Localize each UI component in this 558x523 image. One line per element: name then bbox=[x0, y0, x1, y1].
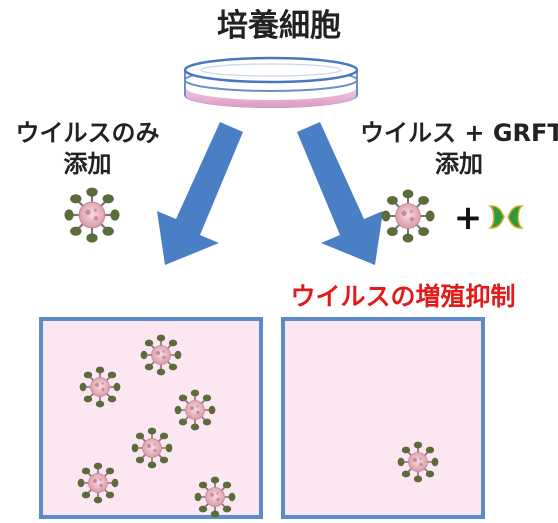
left-arrow bbox=[157, 122, 243, 265]
virus-icon bbox=[139, 333, 183, 377]
result-label: ウイルスの増殖抑制 bbox=[290, 282, 516, 311]
left-virus-icon bbox=[63, 186, 121, 244]
left-condition-label-line2: 添加 bbox=[63, 150, 112, 178]
virus-icon bbox=[193, 475, 237, 519]
virus-icon bbox=[130, 426, 174, 470]
right-well bbox=[281, 317, 485, 519]
plus-sign: + bbox=[453, 198, 483, 238]
right-condition-label: ウイルス + GRFT bbox=[360, 119, 558, 147]
virus-icon bbox=[173, 388, 217, 432]
left-condition-label: ウイルスのみ bbox=[15, 119, 160, 147]
diagram-title: 培養細胞 bbox=[217, 8, 341, 44]
right-arrow bbox=[297, 122, 383, 265]
petri-dish-icon bbox=[183, 56, 359, 108]
virus-icon bbox=[76, 461, 120, 505]
grft-protein-icon bbox=[488, 205, 524, 229]
virus-icon bbox=[78, 365, 122, 409]
right-virus-icon bbox=[380, 188, 436, 244]
right-well-viruses bbox=[396, 440, 440, 484]
right-condition-label-line2: 添加 bbox=[435, 150, 483, 178]
virus-icon bbox=[396, 440, 440, 484]
